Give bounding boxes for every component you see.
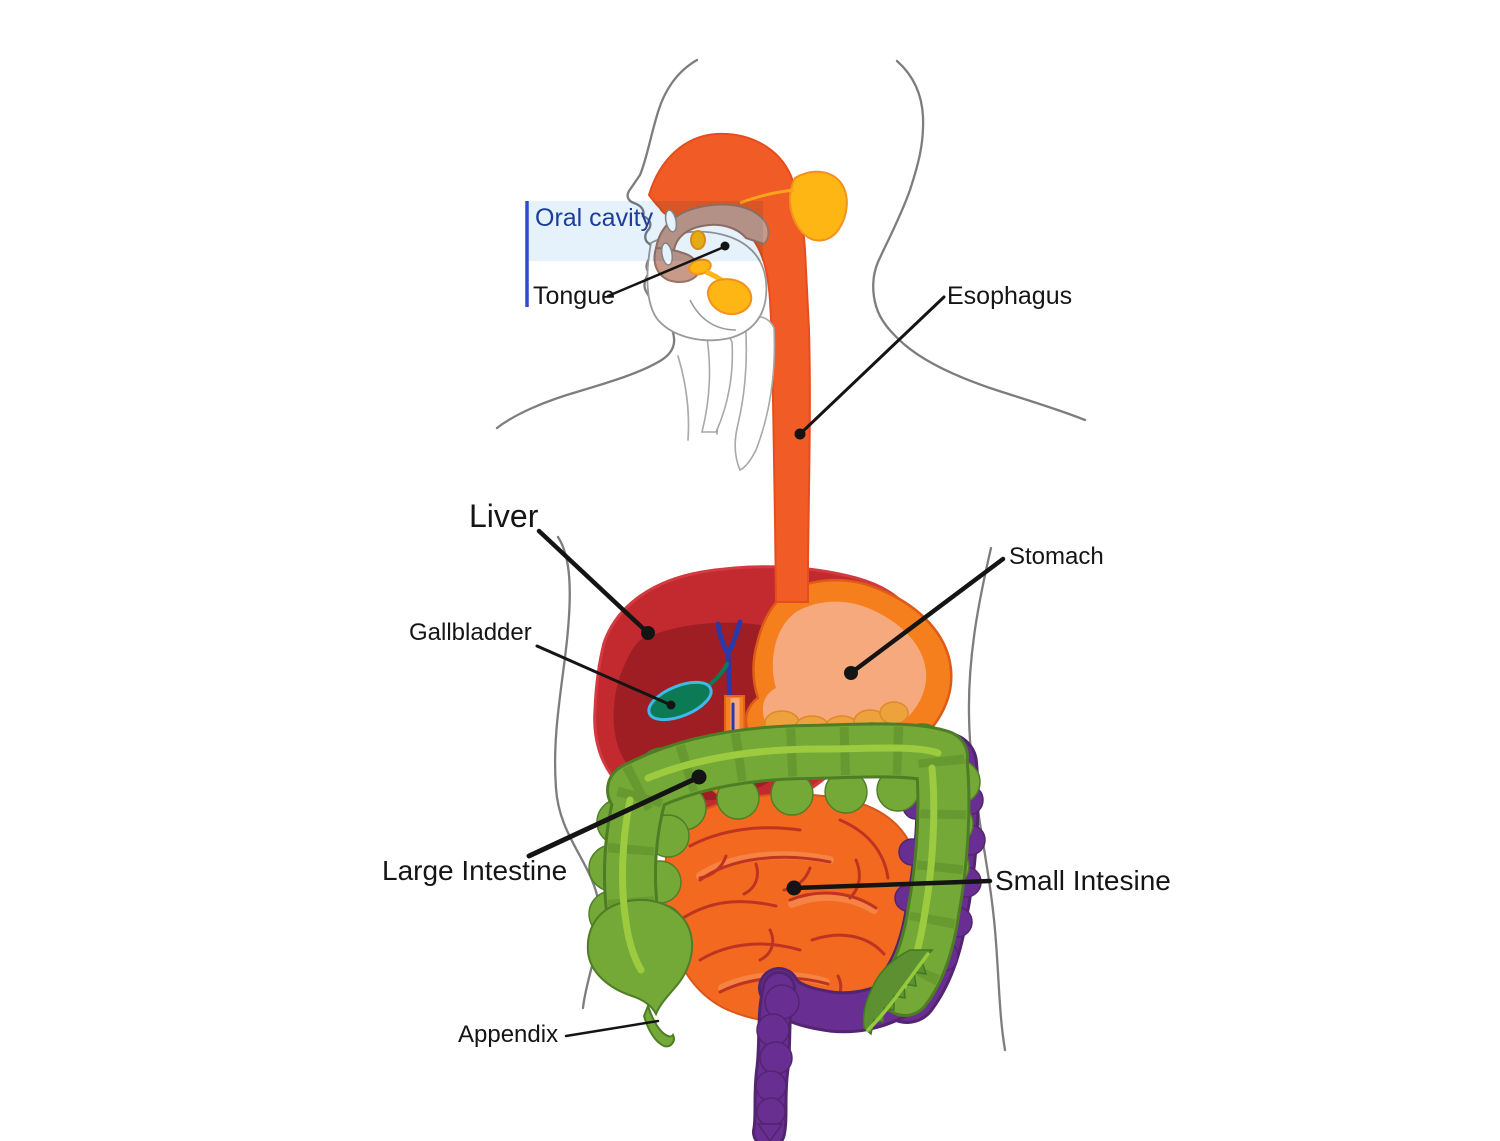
rectum-tip: [756, 1123, 784, 1141]
label-small-intestine: Small Intesine: [995, 865, 1171, 896]
stomach-leader-dot: [844, 666, 858, 680]
small-intestine-leader-line: [791, 878, 993, 891]
esophagus-leader-dot: [794, 428, 806, 440]
parotid-gland: [788, 170, 848, 242]
esophagus-leader-line: [798, 295, 946, 436]
highlight-band: [526, 201, 763, 261]
label-liver: Liver: [469, 498, 539, 534]
colon-leaf: [862, 949, 934, 1036]
label-gallbladder: Gallbladder: [409, 619, 532, 646]
mouth-floor-line: [689, 299, 737, 331]
appendix-shape: [642, 1003, 675, 1048]
salivary-glands: [688, 170, 848, 316]
large-intestine-leader-dot: [691, 769, 707, 785]
label-large-intestine: Large Intestine: [382, 855, 568, 886]
stomach-leader-line: [848, 556, 1006, 676]
liver-leader-line: [536, 528, 651, 636]
label-stomach: Stomach: [1009, 543, 1104, 570]
head-back-line: [872, 59, 1087, 422]
leaf-vein: [866, 952, 930, 1032]
leader-lines: [526, 241, 1006, 1038]
small-intestine-leader-dot: [786, 880, 802, 896]
larynx-shapes: [700, 315, 776, 472]
label-esophagus: Esophagus: [947, 282, 1073, 310]
neck-front-line: [677, 355, 690, 441]
tongue-leader-line: [606, 245, 726, 298]
label-tongue: Tongue: [533, 282, 616, 310]
gallbladder-shape: [647, 680, 713, 722]
appendix-leader-line: [564, 1019, 660, 1038]
tongue-leader-dot: [720, 241, 730, 251]
liver-leader-dot: [641, 626, 655, 640]
label-oral-cavity: Oral cavity: [535, 204, 654, 232]
oral-cavity-highlight: [525, 201, 763, 307]
gallbladder-leader-line: [535, 644, 673, 707]
label-appendix: Appendix: [458, 1021, 559, 1048]
large-intestine-leader-line: [526, 774, 702, 859]
gallbladder-leader-dot: [666, 700, 676, 710]
submandibular-gland: [706, 278, 753, 316]
cecum: [586, 898, 694, 1017]
common-duct: [725, 651, 733, 705]
